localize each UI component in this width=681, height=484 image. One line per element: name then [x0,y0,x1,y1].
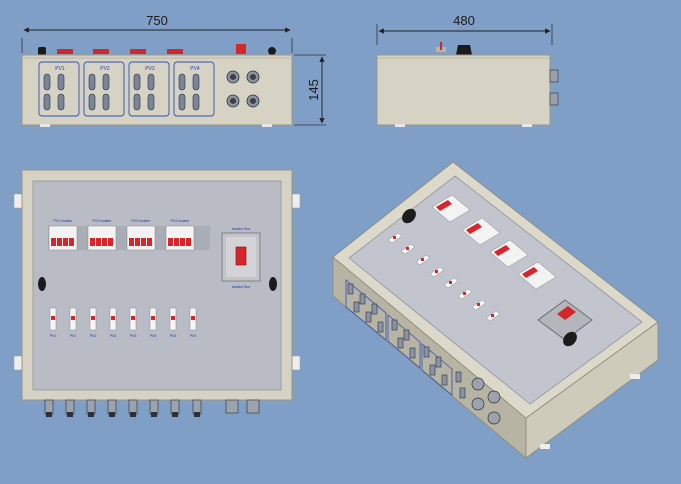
switch-label: Isolator Box [232,285,251,289]
top-view: 750 PV1 PV2 PV3 PV4 [21,13,326,127]
fuse-label: PV1 [50,334,57,338]
breaker-label: PV4 Isolator [170,219,190,223]
group-label: PV3 [145,66,155,72]
fuse-label: PV4 [170,334,177,338]
fuse-label: PV2 [90,334,97,338]
height-dimension-label: 145 [306,79,321,101]
fuse-row: PV1 PV1 PV2 PV2 PV3 PV3 PV4 PV4 [50,307,197,338]
breaker-groups: PV1 PV2 PV3 PV4 [38,61,215,117]
group-label: PV2 [100,66,110,72]
handle-icon [38,47,46,55]
breaker-label: PV3 Isolator [131,219,151,223]
iso-panel [348,175,643,405]
breaker [87,225,117,251]
side-view: 480 [376,13,559,127]
fuse-label: PV3 [130,334,137,338]
cable-glands [226,70,260,108]
group-label: PV1 [55,66,65,72]
group-label: PV4 [190,66,200,72]
switch-label: Isolator Box [232,227,251,231]
fuse-label: PV1 [70,334,77,338]
latch-icon [402,208,416,224]
width-dimension-label: 750 [146,13,168,28]
isometric-view [332,161,659,459]
isolator-switch: Isolator Box Isolator Box [221,227,261,289]
breaker-row: PV1 Isolator PV2 Isolator PV3 Isolator P… [48,219,210,251]
handle-icon [456,45,472,55]
breaker-label: PV1 Isolator [53,219,73,223]
iso-breakers [431,194,557,290]
latch-icon [38,277,46,291]
iso-switch [537,299,593,341]
mounting-panel [32,180,282,391]
breaker [48,225,78,251]
breaker [165,225,195,251]
iso-gland-groups [345,279,453,396]
switch-knob [236,44,246,54]
fuse-label: PV4 [190,334,197,338]
handle-icon [268,47,276,55]
depth-dimension-label: 480 [453,13,475,28]
latch-icon [269,277,277,291]
fuse-label: PV2 [110,334,117,338]
breaker [126,225,156,251]
enclosure-top [21,54,293,126]
iso-glands [347,283,466,399]
latch-icon [563,331,577,347]
enclosure-side [376,54,551,126]
bottom-glands [44,399,260,415]
breaker-label: PV2 Isolator [92,219,112,223]
front-view: PV1 Isolator PV2 Isolator PV3 Isolator P… [13,169,301,417]
fuse-label: PV3 [150,334,157,338]
